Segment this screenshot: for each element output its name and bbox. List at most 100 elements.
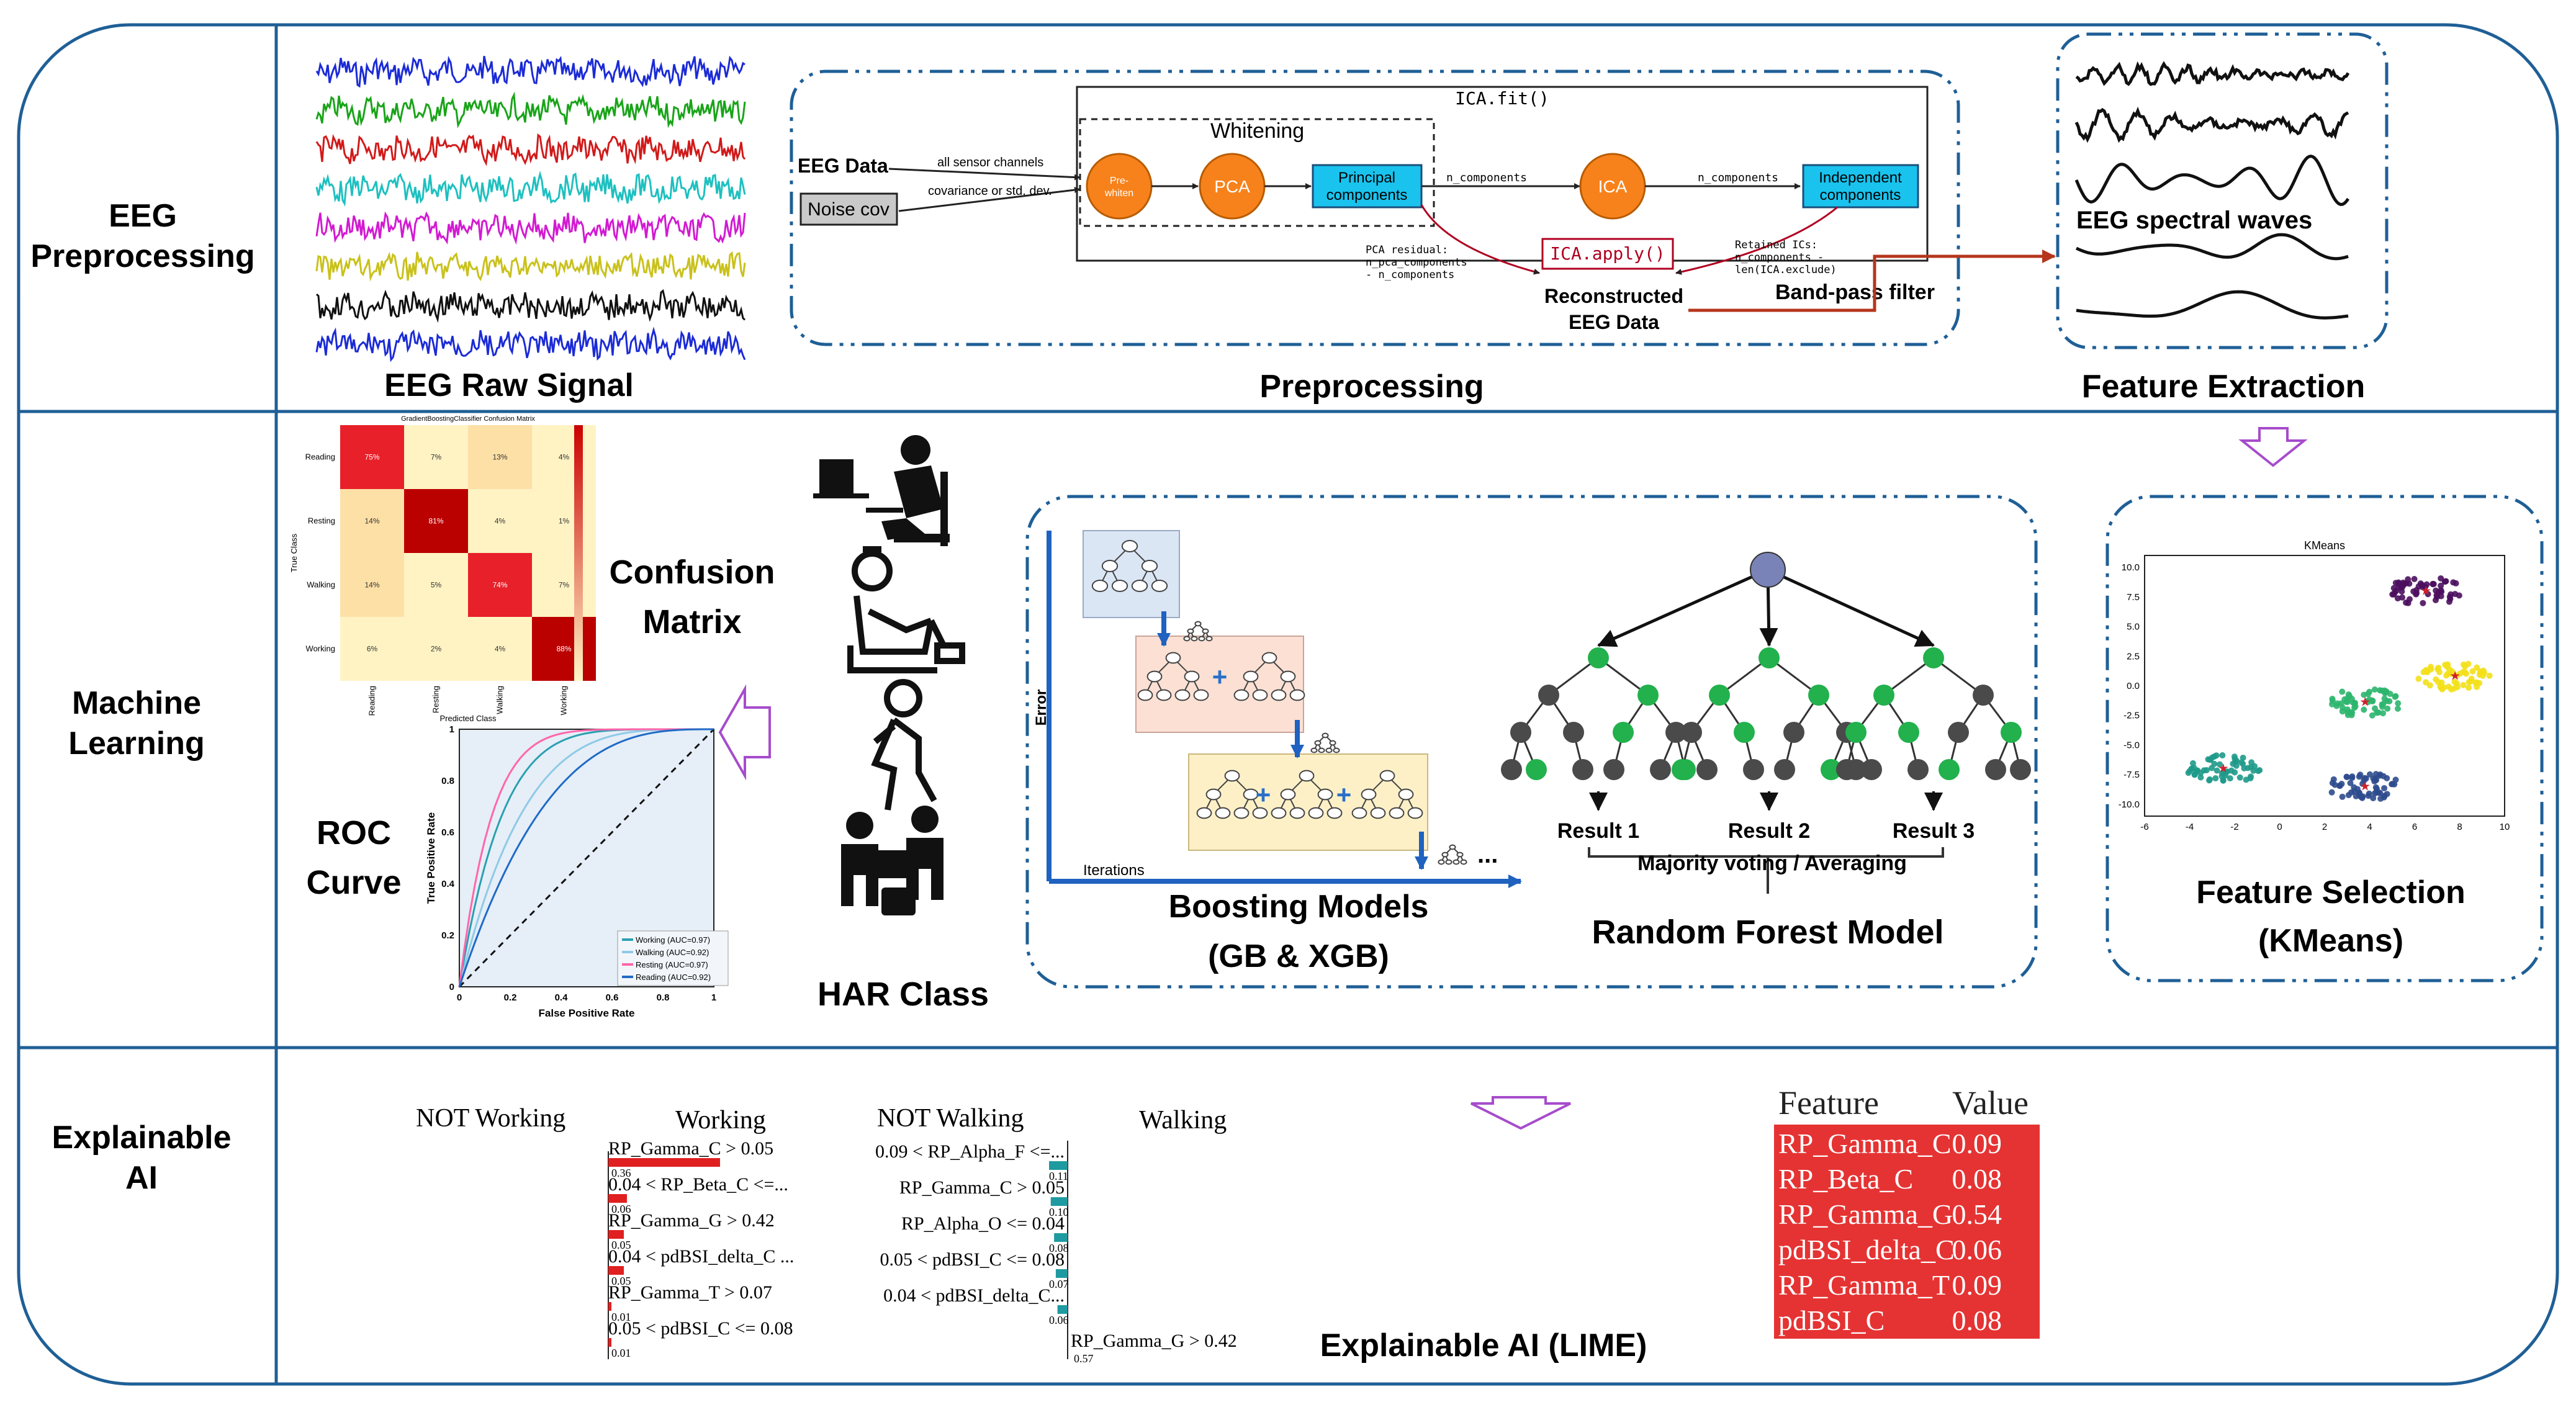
kmeans-centroid: ★: [2449, 668, 2461, 683]
lime-left-rule: 0.04 < RP_Beta_C <=...: [608, 1174, 788, 1195]
kmeans-point: [2398, 588, 2405, 595]
kmeans-point: [2191, 765, 2197, 771]
kmeans-point: [2448, 591, 2454, 598]
roc-xtick: 0.4: [555, 992, 569, 1003]
cm-value: 1%: [559, 517, 570, 526]
kmeans-point: [2203, 766, 2210, 773]
eeg-trace: [315, 133, 746, 166]
kmeans-point: [2238, 759, 2245, 766]
kmeans-point: [2394, 705, 2401, 712]
roc-xtick: 0.6: [606, 992, 619, 1003]
independent-components-box: [1802, 164, 1919, 209]
boosting-tree-node: [1456, 852, 1464, 858]
kmeans-point: [2347, 780, 2354, 786]
noise-cov-box: [799, 192, 898, 226]
boosting-tree-node: [1252, 807, 1268, 819]
lime-left-bar: [608, 1158, 720, 1167]
boosting-tree-node: [1326, 807, 1343, 819]
kmeans-point: [2361, 706, 2367, 713]
boosting-tree-node: [1441, 852, 1449, 858]
kmeans-point: [2336, 783, 2343, 789]
cm-cell: [468, 617, 532, 681]
kmeans-xtick: 4: [2367, 822, 2372, 832]
kmeans-point: [2451, 678, 2458, 685]
lime-left-val: 0.01: [611, 1347, 631, 1359]
rf-node: [1526, 759, 1547, 780]
kmeans-point: [2384, 791, 2390, 798]
kmeans-point: [2245, 765, 2251, 771]
rf-node: [1808, 685, 1829, 706]
rf-node: [1845, 722, 1867, 743]
cm-value: 75%: [364, 453, 379, 462]
kmeans-point: [2392, 776, 2399, 783]
eeg-trace: [315, 289, 746, 323]
lime-left-bar: [608, 1266, 624, 1275]
feature-extraction-panel: [2056, 32, 2389, 349]
feature-extraction-caption: Feature Extraction: [2082, 369, 2366, 405]
rf-result-2: Result 2: [1728, 819, 1810, 843]
rf-node: [1538, 685, 1559, 706]
cm-value: 74%: [492, 581, 507, 590]
boosting-tree-node: [1146, 670, 1163, 683]
lime-mid-extra-val: 0.57: [1074, 1352, 1094, 1365]
lime-left-val: 0.05: [611, 1239, 631, 1251]
lime-left-rule: 0.05 < pdBSI_C <= 0.08: [608, 1318, 793, 1339]
kmeans-point: [2377, 795, 2384, 802]
cm-cell: [532, 617, 596, 681]
rf-node: [1709, 685, 1730, 706]
kmeans-point: [2375, 709, 2382, 716]
kmeans-point: [2399, 594, 2406, 601]
cm-value: 14%: [364, 517, 379, 526]
kmeans-point: [2248, 759, 2255, 766]
cm-col-label: Working: [559, 686, 569, 715]
rf-node: [1861, 759, 1882, 780]
boosting-tree-node: [1233, 689, 1250, 701]
cm-value: 4%: [559, 453, 570, 462]
bandpass-label: Band-pass filter: [1775, 281, 1935, 304]
lime-left-val: 0.06: [611, 1203, 631, 1215]
kmeans-point: [2247, 775, 2254, 781]
kmeans-point: [2435, 679, 2442, 686]
kmeans-point: [2236, 774, 2243, 781]
lime-mid-rule: 0.05 < pdBSI_C <= 0.08: [880, 1249, 1065, 1270]
kmeans-point: [2349, 775, 2356, 781]
rf-node: [1985, 759, 2006, 780]
kmeans-point: [2405, 576, 2412, 583]
cov-std-label: covariance or std. dev.: [928, 184, 1052, 198]
kmeans-point: [2432, 596, 2439, 603]
whitening-label: Whitening: [1210, 119, 1304, 143]
lime-table-feature: RP_Gamma_G: [1778, 1198, 1953, 1230]
boosting-tree-node: [1299, 770, 1315, 782]
lime-table-value: 0.08: [1952, 1163, 2002, 1195]
boosting-tree-node: [1271, 807, 1287, 819]
roc-xlabel: False Positive Rate: [539, 1007, 635, 1019]
roc-ytick: 0: [449, 982, 454, 992]
boosting-x-label: Iterations: [1083, 862, 1145, 879]
cm-cell: [532, 489, 596, 553]
kmeans-point: [2389, 591, 2396, 598]
rf-result-3: Result 3: [1893, 819, 1975, 843]
ica-apply-label: ICA.apply(): [1550, 243, 1665, 264]
kmeans-centroid: ★: [2420, 583, 2431, 598]
kmeans-point: [2351, 788, 2358, 795]
lime-mid-rule: 0.04 < pdBSI_delta_C...: [883, 1285, 1065, 1306]
lime-mid-rule: RP_Alpha_O <= 0.04: [901, 1213, 1065, 1234]
cm-row-label: Working: [306, 644, 335, 654]
kmeans-point: [2441, 684, 2448, 691]
lime-left-yes: Working: [675, 1106, 766, 1135]
boosting-tree-node: [1361, 788, 1377, 801]
retained-ics-label: Retained ICs:n_components -len(ICA.exclu…: [1735, 239, 1837, 276]
kmeans-point: [2344, 711, 2351, 718]
rf-node: [1510, 722, 1531, 743]
roc-legend: [617, 930, 729, 986]
roc-ytick: 1: [449, 724, 454, 735]
boosting-tree-node: [1261, 652, 1277, 664]
boosting-tree-node: [1202, 628, 1209, 634]
rf-node: [1588, 647, 1609, 668]
boosting-tree-node: [1407, 807, 1423, 819]
